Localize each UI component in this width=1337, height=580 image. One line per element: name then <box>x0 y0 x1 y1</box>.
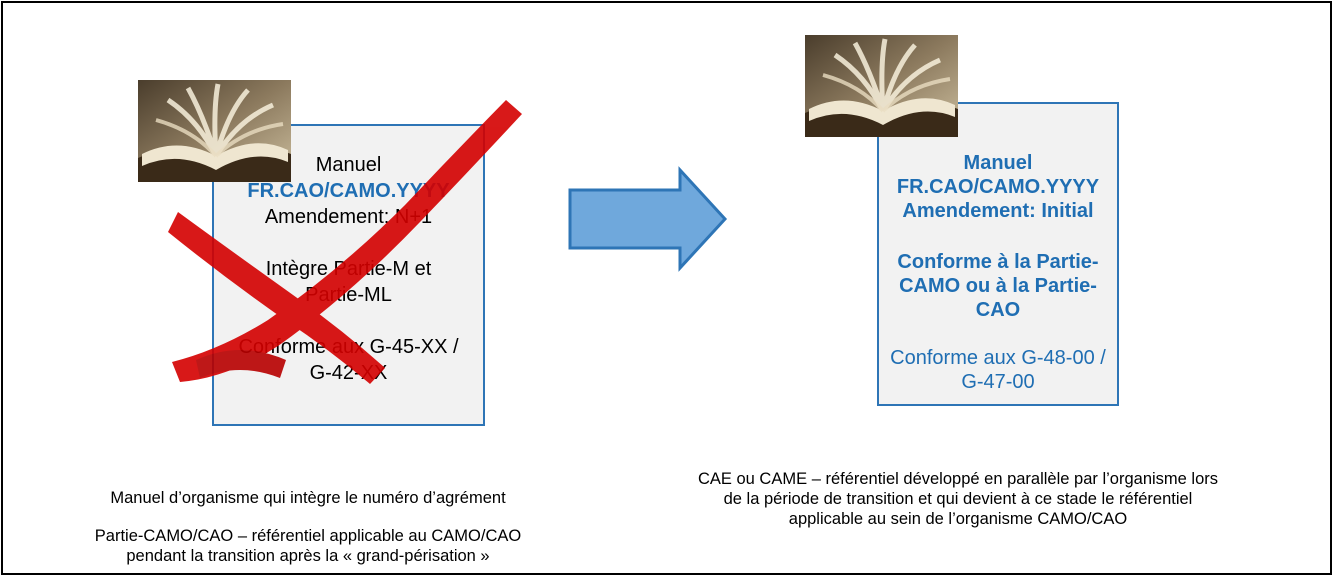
left-caption-line3: pendant la transition après la « grand-p… <box>126 547 490 565</box>
right-caption: CAE ou CAME – référentiel développé en p… <box>628 469 1288 529</box>
new-manual-title: Manuel <box>963 152 1033 174</box>
right-caption-line1: CAE ou CAME – référentiel développé en p… <box>697 470 1219 488</box>
old-manual-reference: FR.CAO/CAMO.YYYY <box>247 180 450 202</box>
left-caption-line2: Partie-CAMO/CAO – référentiel applicable… <box>94 527 522 545</box>
new-manual-conformity-line3: CAO <box>975 299 1021 321</box>
new-manual-compliance-line1: Conforme aux G-48-00 / <box>890 347 1106 369</box>
new-manual-reference: FR.CAO/CAMO.YYYY <box>896 176 1100 198</box>
new-manual-compliance-line2: G-47-00 <box>961 371 1035 393</box>
old-manual-title: Manuel <box>315 154 382 176</box>
right-arrow <box>568 166 728 272</box>
book-icon <box>805 35 958 137</box>
book-icon <box>138 80 291 182</box>
new-manual-conformity-line2: CAMO ou à la Partie- <box>899 275 1097 297</box>
left-caption: Manuel d’organisme qui intègre le numéro… <box>30 488 586 508</box>
new-manual-amendment: Amendement: Initial <box>902 200 1094 222</box>
new-manual-conformity-line1: Conforme à la Partie- <box>897 251 1099 273</box>
left-caption-line1: Manuel d’organisme qui intègre le numéro… <box>110 489 506 507</box>
red-cross-mark <box>168 100 522 384</box>
new-manual-card: Manuel FR.CAO/CAMO.YYYY Amendement: Init… <box>877 102 1119 406</box>
right-caption-line3: applicable au sein de l’organisme CAMO/C… <box>788 510 1128 528</box>
old-manual-card: Manuel FR.CAO/CAMO.YYYY Amendement: N+1 … <box>212 124 485 426</box>
left-caption-detail: Partie-CAMO/CAO – référentiel applicable… <box>30 526 586 566</box>
right-caption-line2: de la période de transition et qui devie… <box>723 490 1193 508</box>
